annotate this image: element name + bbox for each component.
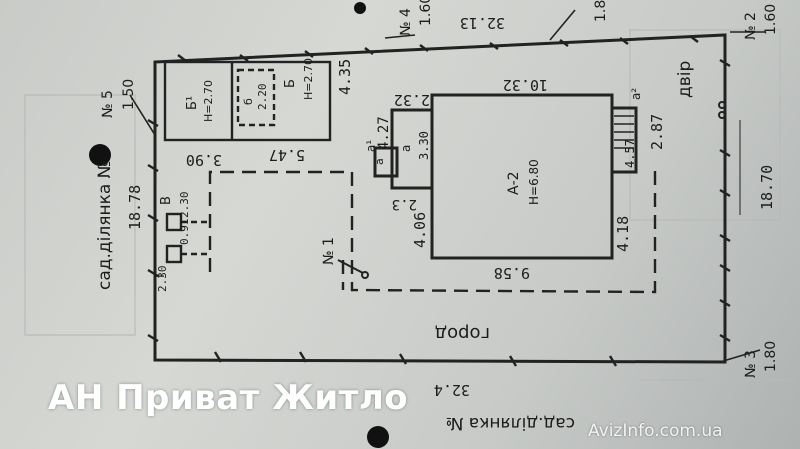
edge-spots (89, 2, 389, 448)
dim-right: 18.70 (758, 165, 776, 210)
building-b-small-label: б (242, 98, 255, 105)
dim-house-right: 4.18 (614, 216, 632, 252)
outbuilding (163, 60, 332, 142)
garden-plot-top-label: сад.ділянка № (95, 161, 115, 290)
point-1-label: № 1 (321, 237, 337, 265)
dim-house-length: 10.32 (503, 76, 548, 94)
dim-annex-width: 3.30 (417, 131, 431, 160)
dim-top: 32.13 (460, 14, 505, 32)
building-g-label: Г (153, 270, 168, 278)
yard-label: двір (675, 61, 695, 98)
dim-annex-top: 2.32 (394, 91, 430, 109)
annex-letter-2: а (373, 158, 386, 165)
dim-shed-top: 4.35 (336, 59, 354, 95)
dim-house-left: 4.06 (411, 212, 429, 248)
dim-shed-b1: 3.90 (186, 151, 222, 169)
building-b1-label: Б¹ (185, 96, 200, 110)
building-b-height: H=2.70 (302, 58, 315, 100)
dim-g-width: 2.30 (156, 266, 169, 293)
point-2-value: 1.60 (763, 4, 779, 35)
point-2-label: № 2 (743, 12, 759, 40)
annex-a1-label: а¹ (364, 140, 378, 152)
point-5-value: 1.50 (121, 79, 137, 110)
agency-watermark: АН Приват Житло (48, 378, 409, 418)
utility-boxes (165, 212, 210, 264)
annex-letter: а (399, 145, 413, 152)
dim-porch-right: 2.87 (648, 114, 666, 150)
building-b-label: Б (283, 79, 298, 88)
dim-b-inner: 2.20 (256, 84, 269, 111)
building-b1-height: H=2.70 (202, 80, 215, 122)
building-v-label: В (159, 196, 174, 205)
garden-label: город (435, 323, 490, 344)
house-height: H=6.80 (527, 159, 541, 205)
point-5-label: № 5 (100, 90, 116, 118)
dim-shed-b: 5.47 (269, 146, 305, 164)
point-4-label: № 4 (398, 8, 414, 36)
dim-v-height: 0.91 (178, 219, 191, 246)
point-3-label: № 3 (743, 350, 759, 378)
house-label: А-2 (506, 171, 522, 195)
dim-annex-length: 4.27 (376, 116, 392, 150)
point-6-value: 1.8 (593, 0, 609, 22)
annex-a2-label: а² (629, 88, 643, 100)
property-boundary (153, 33, 727, 364)
dim-bottom: 32.4 (434, 381, 470, 399)
point-3-value: 1.80 (763, 341, 779, 372)
leader-lines (129, 9, 765, 363)
house (373, 93, 638, 260)
dim-left: 18.78 (126, 185, 144, 230)
dim-house-bottom: 9.58 (494, 264, 530, 282)
site-watermark: AvizInfo.com.ua (588, 421, 723, 441)
dim-v-width: 2.30 (178, 192, 191, 219)
boundary-ticks (147, 35, 731, 367)
point-4-value: 1.60 (418, 0, 434, 26)
dashed-zones (208, 165, 657, 294)
dim-porch-right-2: 4.57 (623, 139, 637, 168)
garden-plot-bottom-label: сад.ділянка № (446, 413, 575, 433)
dim-annex-small: 2.3 (392, 196, 417, 212)
yard-marks (337, 101, 726, 279)
